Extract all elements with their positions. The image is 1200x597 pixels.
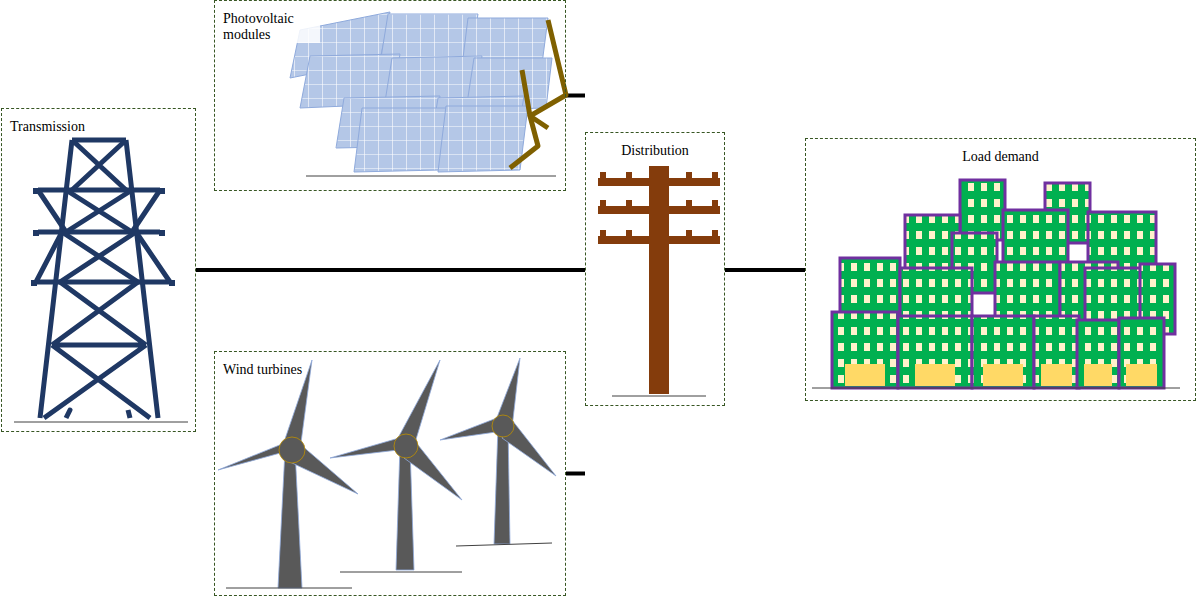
power-line bbox=[566, 472, 585, 476]
insulator bbox=[34, 188, 172, 286]
tower-brace bbox=[36, 140, 170, 282]
box-label: Transmission bbox=[8, 119, 87, 135]
building-door bbox=[1041, 364, 1072, 386]
component-box: Transmission bbox=[1, 108, 196, 432]
power-line bbox=[566, 473, 585, 474]
box-label: Distribution bbox=[619, 143, 691, 159]
building bbox=[1119, 318, 1164, 388]
crossarm bbox=[598, 206, 720, 214]
power-line bbox=[196, 268, 585, 272]
building bbox=[832, 312, 898, 388]
building bbox=[960, 180, 1005, 240]
solar-panels bbox=[290, 12, 552, 172]
support-frame bbox=[522, 70, 548, 128]
building-door bbox=[845, 364, 885, 386]
turbine-hub bbox=[394, 434, 418, 458]
turbine-tower bbox=[396, 446, 414, 570]
turbine-tower bbox=[278, 450, 302, 588]
pv-panel bbox=[354, 108, 448, 172]
component-box: Distribution bbox=[585, 132, 725, 406]
ground-line bbox=[340, 572, 462, 573]
ground-line bbox=[14, 422, 188, 423]
power-line bbox=[566, 95, 585, 96]
ground-line bbox=[456, 543, 552, 546]
box-label: Load demand bbox=[960, 149, 1041, 165]
power-line bbox=[196, 270, 585, 271]
building bbox=[1034, 316, 1079, 388]
turbine-tower bbox=[494, 426, 510, 544]
power-line bbox=[725, 270, 805, 271]
tower-leg bbox=[40, 140, 158, 418]
component-box: Load demand bbox=[805, 138, 1196, 401]
pole bbox=[649, 166, 669, 394]
box-label: Wind turbines bbox=[221, 362, 304, 378]
building bbox=[972, 316, 1034, 388]
tower-top bbox=[72, 138, 126, 143]
building-door bbox=[1126, 364, 1157, 386]
wind-turbine bbox=[218, 360, 358, 588]
turbine-hub bbox=[279, 437, 305, 463]
crossarm bbox=[598, 236, 720, 244]
insulator bbox=[600, 172, 718, 236]
panel-support bbox=[510, 20, 566, 168]
power-line bbox=[566, 94, 585, 98]
ground-line bbox=[226, 543, 552, 588]
wind-turbine bbox=[440, 358, 556, 544]
utility-pole bbox=[598, 166, 720, 394]
building-door bbox=[915, 364, 955, 386]
box-label: Photovoltaic modules bbox=[221, 11, 320, 43]
tower-foot bbox=[66, 410, 130, 418]
component-box: Photovoltaic modules bbox=[214, 0, 566, 191]
building-door bbox=[1084, 364, 1112, 386]
support-frame bbox=[510, 20, 566, 168]
turbine-hub bbox=[492, 415, 514, 437]
tower-brace bbox=[44, 282, 150, 418]
transmission-tower bbox=[34, 140, 172, 418]
ground-line bbox=[226, 588, 352, 589]
building bbox=[898, 316, 972, 388]
building-door bbox=[983, 364, 1023, 386]
component-box: Wind turbines bbox=[214, 351, 566, 596]
ground-line bbox=[306, 176, 556, 177]
turbine-blade bbox=[398, 360, 440, 446]
ground-line bbox=[812, 388, 1180, 389]
building bbox=[1077, 320, 1119, 388]
wind-turbine bbox=[330, 360, 462, 570]
city-buildings bbox=[832, 180, 1175, 388]
ground-line bbox=[612, 396, 706, 397]
crossarm bbox=[598, 178, 720, 186]
power-line bbox=[725, 268, 805, 272]
